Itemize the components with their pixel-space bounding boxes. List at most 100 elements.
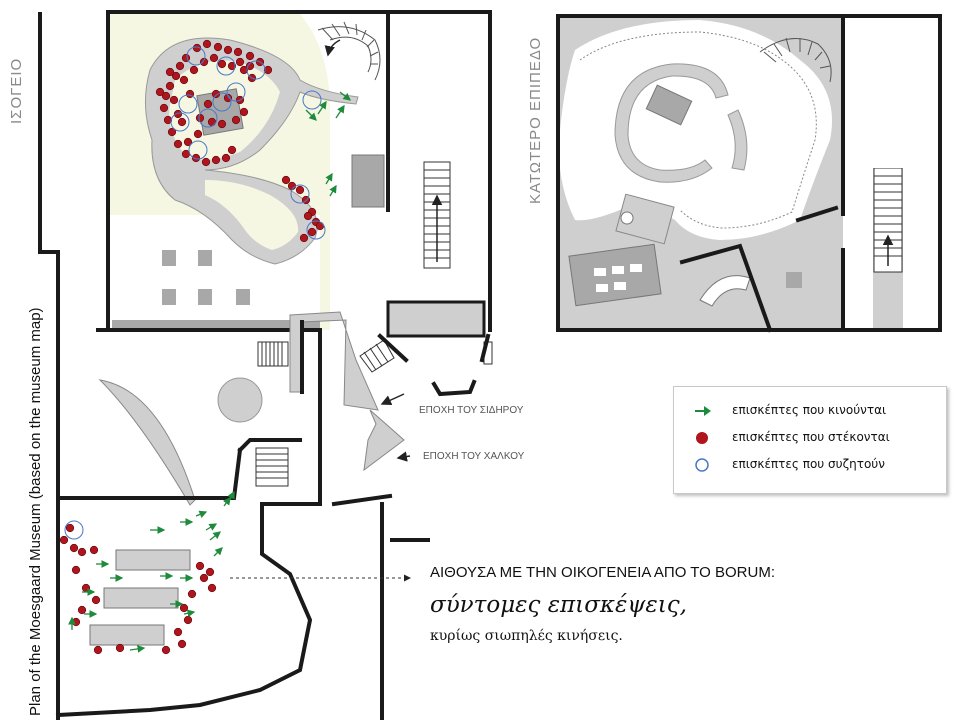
lower-floor-plan bbox=[556, 14, 942, 333]
iron-age-label: ΕΠΟΧΗ ΤΟΥ ΣΙΔΗΡΟΥ bbox=[419, 405, 524, 416]
corridor-plan bbox=[55, 300, 493, 720]
talking-visitor-ring bbox=[170, 112, 190, 132]
standing-visitor-dot bbox=[205, 567, 215, 577]
standing-visitor-dot bbox=[227, 61, 237, 71]
standing-visitor-dot bbox=[213, 42, 223, 52]
standing-visitor-dot bbox=[295, 185, 305, 195]
standing-visitor-dot bbox=[299, 233, 309, 243]
ground-floor-plan bbox=[38, 10, 492, 500]
straight-stair-ground bbox=[423, 161, 451, 269]
standing-visitor-dot bbox=[233, 47, 243, 57]
legend-standing-label: επισκέπτες που στέκονται bbox=[732, 430, 890, 444]
spiral-stair-lower bbox=[759, 37, 832, 83]
standing-visitor-dot bbox=[69, 543, 79, 553]
standing-visitor-dot bbox=[77, 547, 87, 557]
moving-visitor-arrow bbox=[305, 109, 317, 121]
moving-visitor-arrow bbox=[213, 547, 223, 557]
legend-talking-label: επισκέπτες που συζητούν bbox=[732, 457, 885, 471]
lower-floor-label: ΚΑΤΩΤΕΡΟ ΕΠΙΠΕΔΟ bbox=[527, 36, 544, 204]
moving-visitor-arrow bbox=[205, 523, 218, 531]
standing-visitor-dot bbox=[209, 53, 219, 63]
standing-visitor-dot bbox=[155, 87, 165, 97]
talking-visitor-ring bbox=[216, 56, 236, 76]
room-annotation-line1: σύντομες επισκέψεις, bbox=[430, 592, 687, 618]
standing-visitor-dot bbox=[177, 639, 187, 649]
standing-visitor-dot bbox=[187, 589, 197, 599]
moving-visitor-arrow bbox=[209, 531, 222, 541]
standing-visitor-dot bbox=[173, 109, 183, 119]
standing-visitor-dot bbox=[91, 595, 101, 605]
standing-visitor-dot bbox=[161, 645, 171, 655]
moving-visitor-arrow bbox=[335, 104, 345, 119]
standing-visitor-dot bbox=[179, 603, 189, 613]
moving-visitor-arrow bbox=[183, 609, 196, 618]
standing-visitor-dot bbox=[195, 561, 205, 571]
standing-visitor-dot bbox=[201, 157, 211, 167]
straight-stair-lower bbox=[873, 167, 903, 273]
standing-visitor-dot bbox=[281, 175, 291, 185]
standing-visitor-dot bbox=[171, 71, 181, 81]
talking-visitor-ring bbox=[64, 520, 84, 540]
standing-visitor-dot bbox=[217, 59, 227, 69]
talking-visitor-ring bbox=[186, 46, 206, 66]
standing-visitor-dot bbox=[203, 99, 213, 109]
room-annotation-line2: κυρίως σιωπηλές κινήσεις. bbox=[430, 628, 623, 644]
standing-visitor-dot bbox=[165, 81, 175, 91]
talking-ring-icon bbox=[695, 458, 709, 472]
standing-visitor-dot bbox=[245, 51, 255, 61]
standing-visitor-dot bbox=[71, 565, 81, 575]
moving-visitor-arrow bbox=[329, 184, 337, 197]
standing-visitor-dot bbox=[303, 211, 313, 221]
standing-visitor-dot bbox=[163, 115, 173, 125]
standing-visitor-dot bbox=[169, 95, 179, 105]
talking-visitor-ring bbox=[306, 220, 326, 240]
talking-visitor-ring bbox=[198, 108, 218, 128]
standing-visitor-dot bbox=[159, 103, 169, 113]
standing-visitor-dot bbox=[235, 57, 245, 67]
moving-visitor-arrow bbox=[317, 100, 327, 115]
standing-visitor-dot bbox=[211, 155, 221, 165]
standing-visitor-dot bbox=[65, 523, 75, 533]
standing-visitor-dot bbox=[183, 615, 193, 625]
room-annotation-title: ΑΙΘΟΥΣΑ ΜΕ ΤΗΝ ΟΙΚΟΓΕΝΕΙΑ ΑΠΟ ΤΟ BORUM: bbox=[430, 564, 775, 581]
moving-visitor-arrow bbox=[129, 645, 146, 653]
standing-dot-icon bbox=[696, 432, 708, 444]
standing-visitor-dot bbox=[207, 583, 217, 593]
standing-visitors bbox=[59, 39, 325, 655]
standing-visitor-dot bbox=[239, 107, 249, 117]
talking-visitor-ring bbox=[188, 140, 208, 160]
standing-visitor-dot bbox=[223, 93, 233, 103]
standing-visitor-dot bbox=[191, 153, 201, 163]
talking-visitor-ring bbox=[290, 184, 310, 204]
standing-visitor-dot bbox=[263, 65, 273, 75]
bronze-age-label: ΕΠΟΧΗ ΤΟΥ ΧΑΛΚΟΥ bbox=[423, 451, 525, 462]
standing-visitor-dot bbox=[287, 181, 297, 191]
talking-visitor-ring bbox=[212, 92, 232, 112]
standing-visitor-dot bbox=[193, 129, 203, 139]
talking-visitor-ring bbox=[246, 60, 266, 80]
standing-visitor-dot bbox=[231, 115, 241, 125]
standing-visitor-dot bbox=[189, 65, 199, 75]
standing-visitor-dot bbox=[223, 45, 233, 55]
talking-visitor-ring bbox=[302, 90, 322, 110]
standing-visitor-dot bbox=[199, 573, 209, 583]
standing-visitor-dot bbox=[173, 627, 183, 637]
standing-visitor-dot bbox=[183, 137, 193, 147]
standing-visitor-dot bbox=[173, 139, 183, 149]
plan-caption: Plan of the Moesgaard Museum (based on t… bbox=[27, 307, 44, 716]
standing-visitor-dot bbox=[81, 583, 91, 593]
standing-visitor-dot bbox=[202, 39, 212, 49]
moving-visitor-arrow bbox=[339, 91, 352, 101]
standing-visitor-dot bbox=[217, 119, 227, 129]
standing-visitor-dot bbox=[221, 153, 231, 163]
standing-visitor-dot bbox=[177, 117, 187, 127]
standing-visitor-dot bbox=[179, 75, 189, 85]
legend: επισκέπτες που κινούνται επισκέπτες που … bbox=[673, 386, 947, 494]
legend-moving-label: επισκέπτες που κινούνται bbox=[732, 403, 887, 417]
standing-visitor-dot bbox=[199, 57, 209, 67]
standing-visitor-dot bbox=[77, 605, 87, 615]
standing-visitor-dot bbox=[239, 65, 249, 75]
standing-visitor-dot bbox=[211, 89, 221, 99]
talking-visitor-ring bbox=[178, 94, 198, 114]
